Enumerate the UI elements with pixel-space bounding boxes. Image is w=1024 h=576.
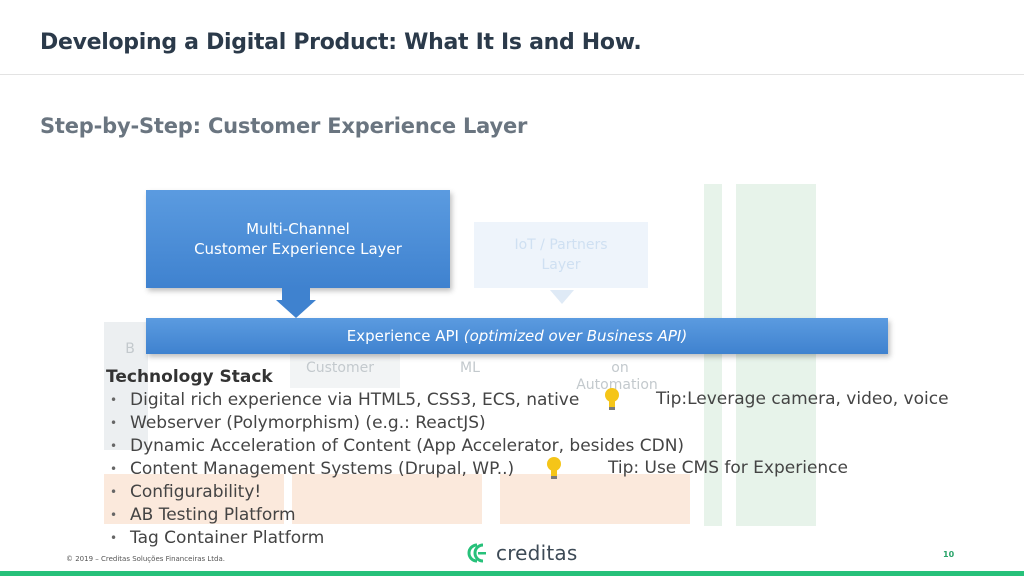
slide-title: Developing a Digital Product: What It Is… — [40, 30, 642, 55]
multichannel-layer-box: Multi-Channel Customer Experience Layer — [146, 190, 450, 288]
list-item: Dynamic Acceleration of Content (App Acc… — [106, 435, 684, 458]
ghost-vertical-bar-2 — [736, 184, 816, 526]
creditas-logo-text: creditas — [496, 541, 578, 565]
list-item: Tag Container Platform — [106, 527, 684, 550]
title-divider — [0, 74, 1024, 75]
experience-api-bar: Experience API (optimized over Business … — [146, 318, 888, 354]
slide-subtitle: Step-by-Step: Customer Experience Layer — [40, 114, 528, 138]
lightbulb-icon — [605, 388, 619, 410]
multichannel-line1: Multi-Channel — [246, 220, 350, 238]
list-item: AB Testing Platform — [106, 504, 684, 527]
ghost-customer-block — [290, 354, 400, 388]
api-bar-text: Experience API — [346, 327, 464, 345]
iot-line2: Layer — [541, 257, 581, 273]
technology-stack: Technology Stack Digital rich experience… — [106, 366, 684, 550]
tip-camera-video-voice: Tip:Leverage camera, video, voice — [656, 389, 949, 409]
iot-line1: IoT / Partners — [514, 237, 608, 253]
ghost-on-label: on — [611, 360, 629, 376]
iot-down-arrow — [550, 290, 574, 304]
ghost-customer-label: Customer — [305, 360, 374, 376]
ghost-vertical-bar-1 — [704, 184, 722, 526]
multichannel-down-arrow — [276, 300, 316, 318]
iot-partners-box: IoT / Partners Layer — [474, 222, 648, 288]
multichannel-line2: Customer Experience Layer — [194, 240, 402, 258]
list-item: Content Management Systems (Drupal, WP..… — [106, 458, 684, 481]
list-item: Webserver (Polymorphism) (e.g.: ReactJS) — [106, 412, 684, 435]
footer-copyright: © 2019 – Creditas Soluções Financeiras L… — [66, 555, 225, 563]
creditas-logo: creditas — [464, 541, 577, 565]
creditas-logo-icon — [467, 543, 486, 563]
tip-cms-experience: Tip: Use CMS for Experience — [608, 458, 848, 478]
list-item-continuation: Configurability! — [106, 481, 684, 504]
ghost-b-label: B — [125, 341, 135, 357]
api-bar-italic: (optimized over Business API) — [463, 327, 688, 345]
multichannel-arrow-shaft — [282, 288, 310, 302]
lightbulb-icon — [547, 457, 561, 479]
page-number: 10 — [943, 550, 955, 559]
ghost-ml-label: ML — [460, 360, 480, 376]
stack-heading: Technology Stack — [106, 367, 273, 387]
stack-list: Digital rich experience via HTML5, CSS3,… — [106, 389, 684, 550]
bottom-accent-bar — [0, 571, 1024, 576]
list-item: Digital rich experience via HTML5, CSS3,… — [106, 389, 684, 412]
